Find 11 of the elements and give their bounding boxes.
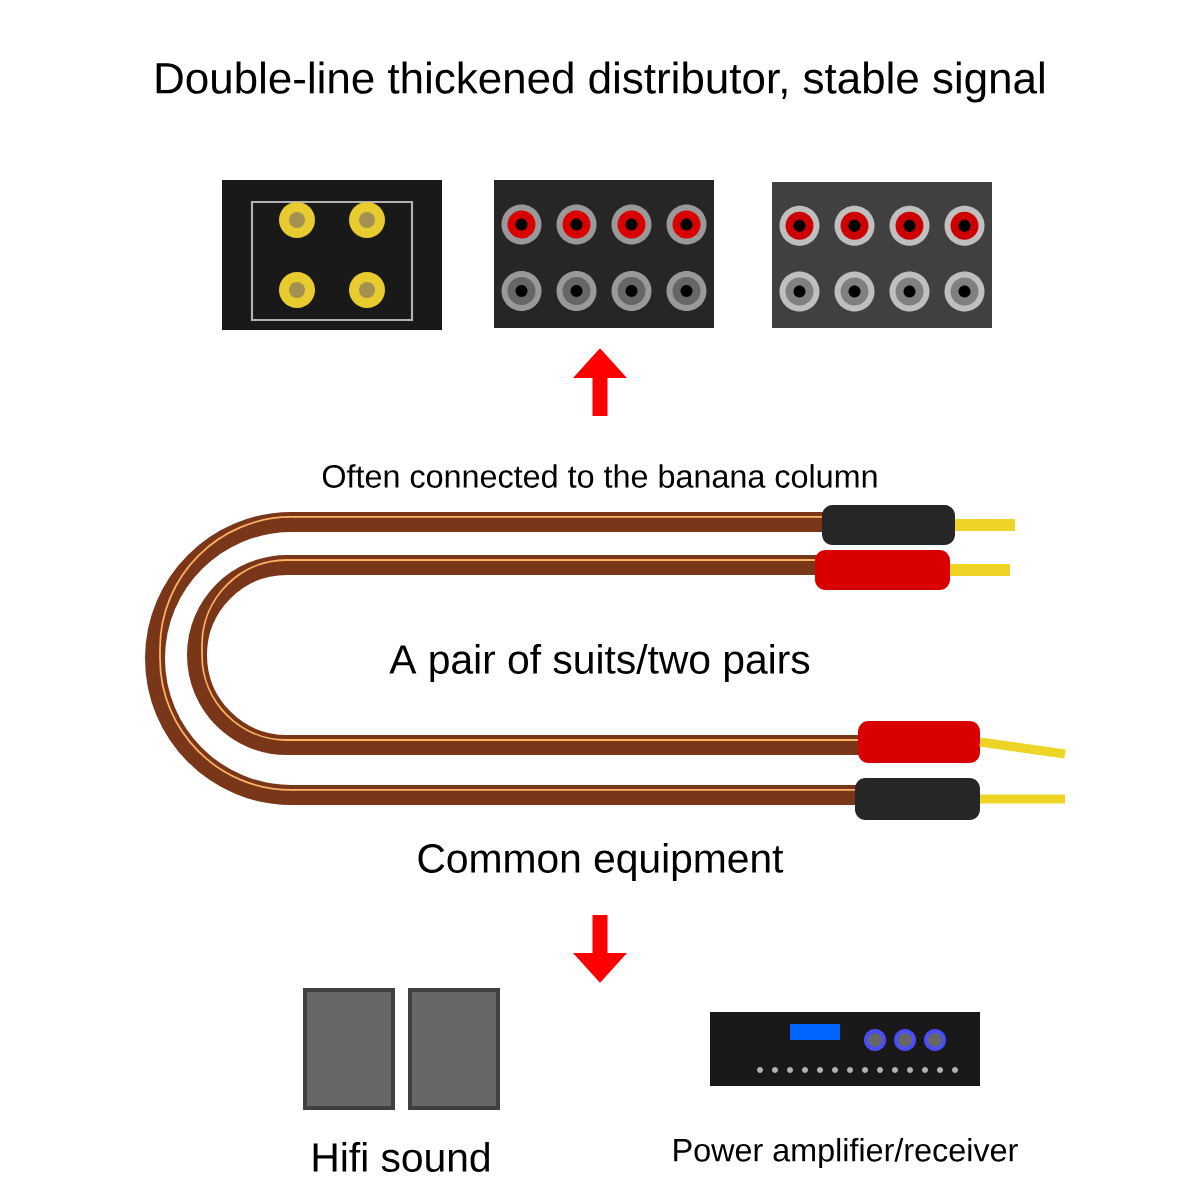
title: Double-line thickened distributor, stable signal xyxy=(156,61,1044,103)
node-label: Hifi sound xyxy=(313,1142,489,1172)
speaker-drawing xyxy=(303,988,500,1110)
terminal-panel-drawing xyxy=(772,182,992,328)
cable-drawing xyxy=(145,505,1066,820)
caption: Common equipment xyxy=(418,843,784,882)
terminal-panel-drawing xyxy=(494,180,714,328)
amplifier-drawing xyxy=(710,1012,980,1086)
terminal-panel-drawing xyxy=(222,180,442,330)
caption: A pair of suits/two pairs xyxy=(389,644,810,683)
node-label: Power amplifier/receiver xyxy=(674,1137,1018,1169)
